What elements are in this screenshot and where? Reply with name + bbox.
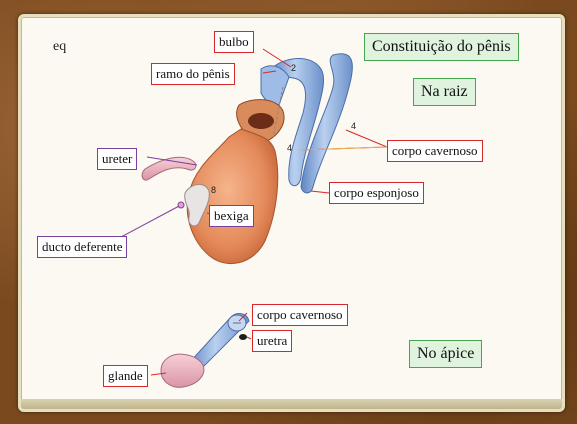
figure-number: 4 <box>351 121 356 131</box>
bladder-shape <box>186 128 279 265</box>
seminal-vesicle-shape <box>184 184 210 227</box>
label-uretra: uretra <box>252 330 293 352</box>
ducto-marker <box>177 201 185 209</box>
label-ureter: ureter <box>97 148 138 170</box>
slide-title: Constituição do pênis <box>364 33 519 61</box>
section-apex-label: No ápice <box>409 340 483 368</box>
label-glande: glande <box>103 365 148 387</box>
label-corpo-cavernoso-top: corpo cavernoso <box>387 140 483 162</box>
label-ramo-do-penis: ramo do pênis <box>151 63 235 85</box>
label-bexiga: bexiga <box>209 205 254 227</box>
corpus-spongiosum-shape <box>270 57 324 187</box>
section-root-label: Na raiz <box>413 78 476 106</box>
ramo-shape <box>260 65 290 106</box>
urethra-cross-section <box>239 334 247 340</box>
slide-canvas: 2 4 4 8 6 eq Constituição do pênis Na ra… <box>18 14 565 412</box>
corpus-cavernosum-shape <box>300 53 353 194</box>
glans-shape <box>160 353 205 388</box>
corner-label: eq <box>53 39 67 54</box>
figure-number: 4 <box>287 143 292 153</box>
figure-number: 8 <box>211 185 216 195</box>
label-bulbo: bulbo <box>214 31 254 53</box>
label-ducto-deferente: ducto deferente <box>37 236 128 258</box>
urethra-opening-shape <box>248 113 274 129</box>
figure-number: 2 <box>291 63 296 73</box>
label-corpo-esponjoso: corpo esponjoso <box>329 182 424 204</box>
anatomy-illustration: 2 4 4 8 6 <box>120 48 388 388</box>
label-corpo-cavernoso-bottom: corpo cavernoso <box>252 304 348 326</box>
